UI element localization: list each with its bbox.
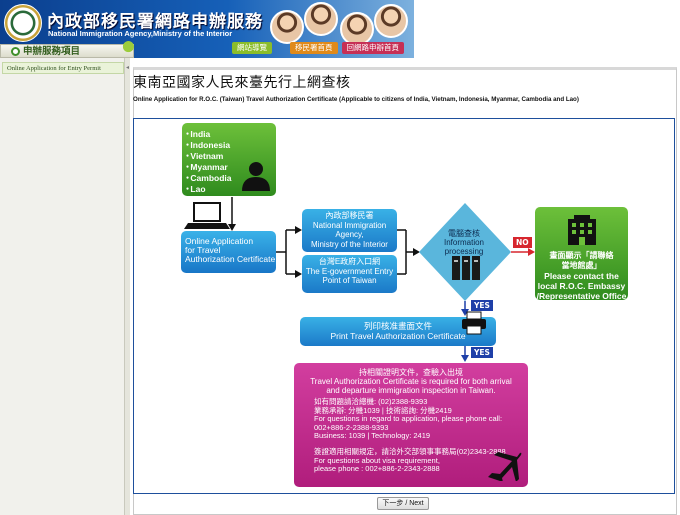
person-icon: [242, 162, 270, 191]
no-tag: NO: [513, 237, 532, 248]
decision-label: 電腦查核 Information processing: [443, 229, 485, 256]
yes-tag: YES: [471, 347, 493, 358]
collapse-arrow-icon: ◂: [126, 64, 130, 71]
country-item: Myanmar: [186, 162, 232, 173]
decision-diamond: [419, 203, 511, 301]
online-application-box: Online Application for Travel Authorizat…: [181, 231, 276, 273]
sidebar-item-entry-permit[interactable]: Online Application for Entry Permit: [2, 62, 124, 74]
step-line: Please contact the: [544, 271, 619, 281]
inspection-info-box: 持相關證明文件，查驗入出境 Travel Authorization Certi…: [294, 363, 528, 487]
step-line: 列印核准畫面文件: [363, 321, 432, 331]
leaf-icon: [120, 41, 134, 55]
step-line: 當地館處」: [561, 261, 602, 270]
laptop-icon: [184, 202, 230, 229]
process-flowchart: India Indonesia Vietnam Myanmar Cambodia…: [133, 118, 675, 494]
step-line: local R.O.C. Embassy: [537, 281, 626, 291]
page-subtitle: Online Application for R.O.C. (Taiwan) T…: [133, 96, 579, 103]
flowchart-connectors: [184, 197, 535, 362]
step-line: Authorization Certificate: [185, 254, 276, 264]
airplane-icon: [488, 452, 522, 481]
yes-tag: YES: [471, 300, 493, 311]
step-line: National Immigration: [312, 220, 387, 230]
link-sitemap[interactable]: 網站導覽: [232, 42, 272, 54]
step-line: /Representative Office: [536, 291, 627, 301]
nia-portal-box: 內政部移民署 National Immigration Agency, Mini…: [302, 209, 397, 252]
circle-icon: [11, 47, 20, 56]
country-list: India Indonesia Vietnam Myanmar Cambodia…: [186, 129, 232, 195]
sidebar: Online Application for Entry Permit: [0, 58, 130, 515]
country-item: Lao: [186, 184, 232, 195]
sidebar-heading: 申辦服務項目: [0, 41, 134, 58]
step-line: Print Travel Authorization Certificate: [330, 331, 466, 341]
contact-info: 如有問題請洽總機: (02)2388-9393 業務承辦: 分機1039 | 技…: [314, 397, 506, 474]
inspection-heading: 持相關證明文件，查驗入出境 Travel Authorization Certi…: [310, 368, 512, 395]
egov-portal-box: 台灣E政府入口網 The E-government Entry Point of…: [302, 255, 397, 293]
print-certificate-box: 列印核准畫面文件 Print Travel Authorization Cert…: [300, 311, 496, 346]
site-title-en: National Immigration Agency,Ministry of …: [48, 29, 233, 38]
step-line: 畫面顯示「請聯絡: [549, 251, 614, 260]
building-icon: [568, 215, 596, 245]
header-nav: 網站導覽 移民署首頁 回網路申辦首頁: [232, 42, 404, 55]
frame-splitter[interactable]: ◂: [124, 58, 130, 515]
banner-photos: [268, 2, 414, 46]
sidebar-heading-label: 申辦服務項目: [23, 46, 81, 57]
country-item: Vietnam: [186, 151, 232, 162]
country-item: Cambodia: [186, 173, 231, 184]
step-line: for Travel: [185, 245, 221, 255]
step-line: Ministry of the Interior: [311, 239, 388, 249]
contact-embassy-box: 畫面顯示「請聯絡 當地館處」 Please contact the local …: [535, 207, 628, 301]
step-line: 台灣E政府入口網: [318, 257, 381, 266]
step-line: 內政部移民署: [325, 211, 374, 220]
site-title-zh: 內政部移民署網路申辦服務: [47, 12, 263, 32]
agency-seal-logo: [4, 4, 42, 42]
step-line: Online Application: [185, 236, 254, 246]
next-button[interactable]: 下一步 / Next: [377, 497, 429, 510]
link-nia-home[interactable]: 移民署首頁: [290, 42, 338, 54]
step-line: Agency,: [335, 230, 364, 239]
link-online-home[interactable]: 回網路申辦首頁: [341, 42, 404, 54]
printer-icon: [462, 311, 486, 335]
step-line: The E-government Entry: [305, 266, 394, 276]
step-line: Point of Taiwan: [322, 276, 377, 285]
country-item: Indonesia: [186, 140, 232, 151]
header-banner: 內政部移民署網路申辦服務 National Immigration Agency…: [0, 0, 414, 58]
eligible-countries-box: India Indonesia Vietnam Myanmar Cambodia…: [182, 123, 276, 196]
page-title: 東南亞國家人民來臺先行上網查核: [133, 75, 351, 91]
country-item: India: [186, 129, 232, 140]
server-icon: [452, 256, 480, 280]
